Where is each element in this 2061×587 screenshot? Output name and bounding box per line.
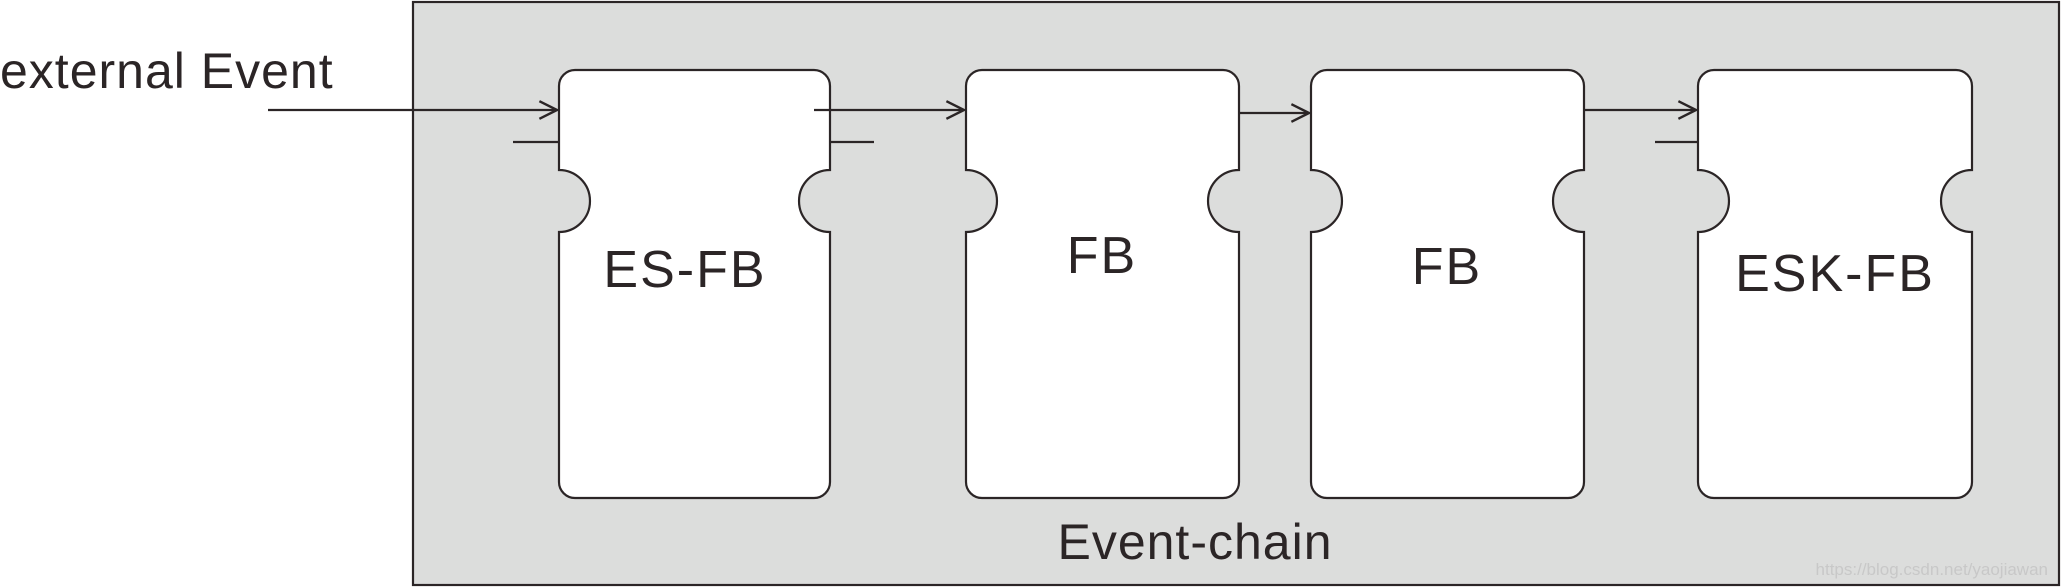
block-fb-2[interactable] <box>1309 68 1586 500</box>
block-esk-fb-label: ESK-FB <box>1735 245 1935 303</box>
event-chain-label: Event-chain <box>1057 514 1332 570</box>
block-es-fb-label: ES-FB <box>603 241 766 299</box>
block-es-fb[interactable] <box>557 68 832 500</box>
block-fb-2-label: FB <box>1412 238 1482 296</box>
block-fb-1[interactable] <box>964 68 1241 500</box>
watermark-text: https://blog.csdn.net/yaojiawan <box>1816 560 2048 579</box>
block-esk-fb[interactable] <box>1696 68 1974 500</box>
block-fb-1-label: FB <box>1067 227 1137 285</box>
external-event-label: external Event <box>0 43 334 99</box>
